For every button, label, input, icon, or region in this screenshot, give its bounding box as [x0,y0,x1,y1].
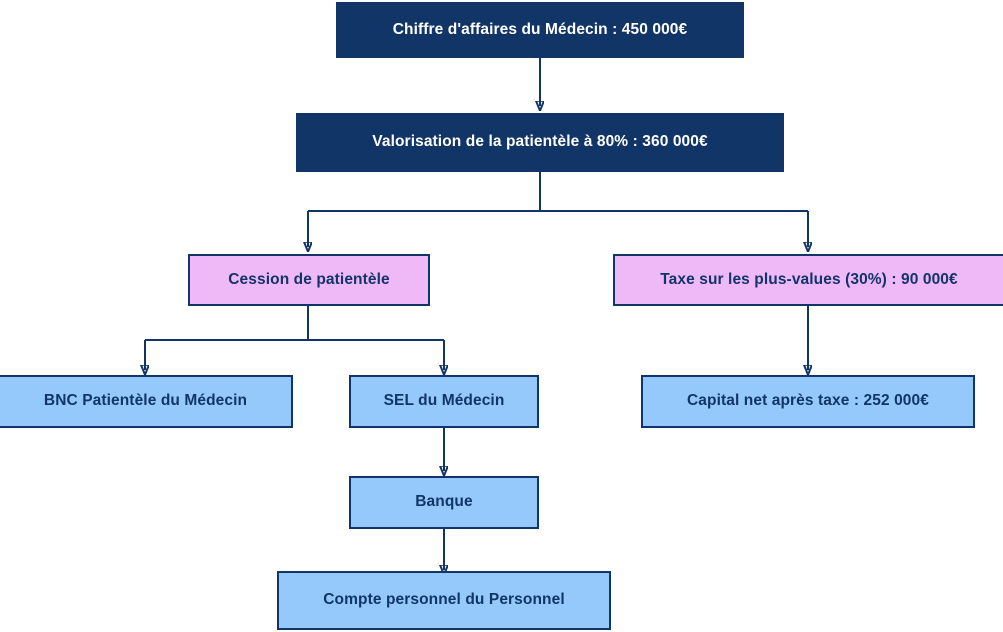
node-capital-net[interactable]: Capital net après taxe : 252 000€ [641,375,975,428]
node-sel-medecin[interactable]: SEL du Médecin [349,375,539,428]
node-chiffre-affaires[interactable]: Chiffre d'affaires du Médecin : 450 000€ [336,2,744,58]
node-valorisation-patientele[interactable]: Valorisation de la patientèle à 80% : 36… [296,113,784,172]
node-cession-patientele[interactable]: Cession de patientèle [188,254,430,306]
node-bnc-patientele[interactable]: BNC Patientèle du Médecin [0,375,293,428]
node-taxe-plus-values[interactable]: Taxe sur les plus-values (30%) : 90 000€ [613,254,1003,306]
node-compte-personnel[interactable]: Compte personnel du Personnel [277,571,611,630]
node-banque[interactable]: Banque [349,476,539,529]
